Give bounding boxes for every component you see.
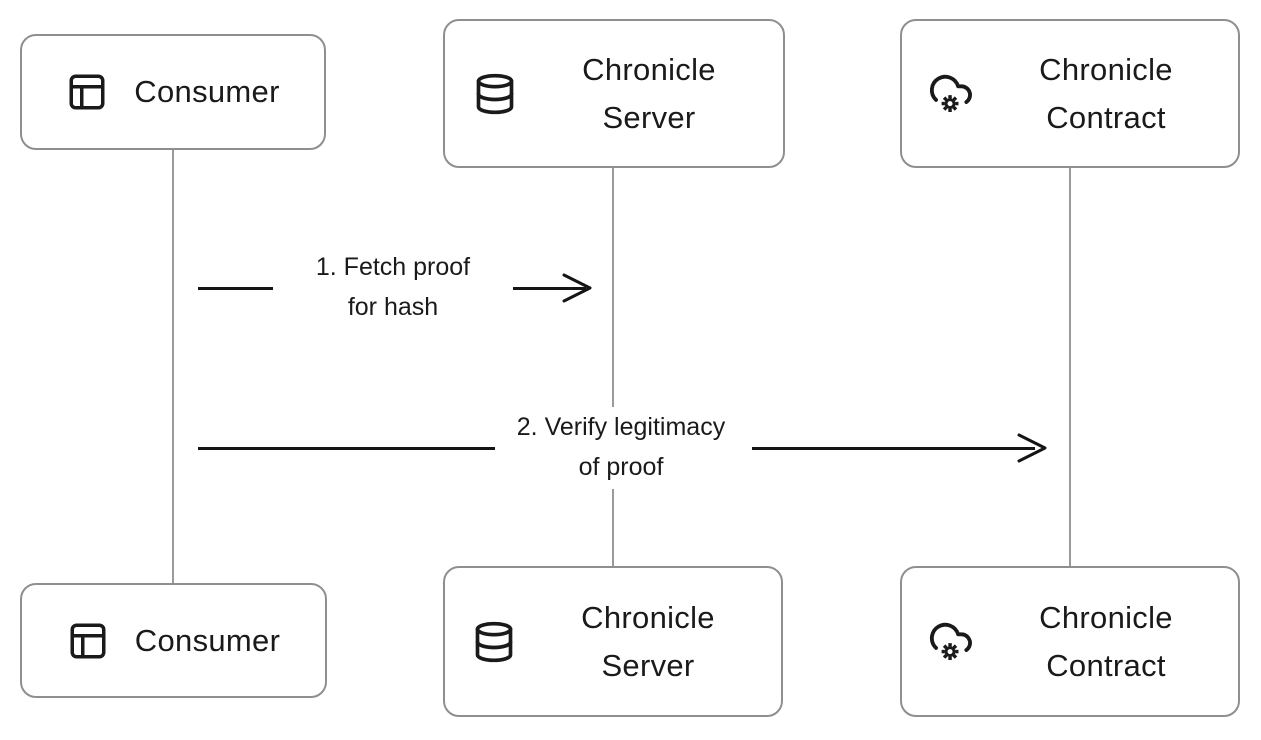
participant-box-chronicle-contract-top: Chronicle Contract bbox=[900, 19, 1240, 168]
participant-label: Chronicle Server bbox=[581, 599, 715, 683]
message-1-arrow-shaft bbox=[198, 287, 300, 290]
lifeline-chronicle-contract bbox=[1069, 168, 1071, 566]
participant-box-consumer-bottom: Consumer bbox=[20, 583, 327, 698]
participant-label: Chronicle Contract bbox=[1039, 51, 1173, 135]
participant-box-chronicle-contract-bottom: Chronicle Contract bbox=[900, 566, 1240, 717]
participant-box-chronicle-server-bottom: Chronicle Server bbox=[443, 566, 783, 717]
message-1-arrow-shaft bbox=[492, 287, 586, 290]
layout-panel-icon bbox=[67, 620, 109, 662]
database-icon bbox=[472, 619, 516, 665]
message-2-arrow-shaft bbox=[752, 447, 1035, 450]
message-1-label-line2: for hash bbox=[347, 293, 439, 321]
participant-label: Chronicle Contract bbox=[1039, 599, 1173, 683]
cloud-cog-icon bbox=[928, 71, 974, 117]
message-1-label: 1. Fetch proof for hash bbox=[273, 247, 513, 329]
database-icon bbox=[473, 71, 517, 117]
message-1-label-line1: 1. Fetch proof bbox=[315, 253, 471, 281]
layout-panel-icon bbox=[66, 71, 108, 113]
message-2-label-line1: 2. Verify legitimacy bbox=[516, 413, 726, 441]
participant-box-chronicle-server-top: Chronicle Server bbox=[443, 19, 785, 168]
arrowhead-right-icon bbox=[561, 272, 593, 309]
message-2-label: 2. Verify legitimacy of proof bbox=[496, 407, 746, 489]
cloud-cog-icon bbox=[928, 619, 974, 665]
arrowhead-right-icon bbox=[1016, 432, 1048, 469]
participant-box-consumer-top: Consumer bbox=[20, 34, 326, 150]
message-2-label-line2: of proof bbox=[578, 453, 664, 481]
participant-label: Chronicle Server bbox=[582, 51, 716, 135]
message-2-arrow-shaft bbox=[198, 447, 495, 450]
lifeline-consumer bbox=[172, 150, 174, 583]
lifeline-chronicle-server bbox=[612, 168, 614, 566]
participant-label: Consumer bbox=[134, 622, 281, 658]
participant-label: Consumer bbox=[134, 74, 280, 109]
